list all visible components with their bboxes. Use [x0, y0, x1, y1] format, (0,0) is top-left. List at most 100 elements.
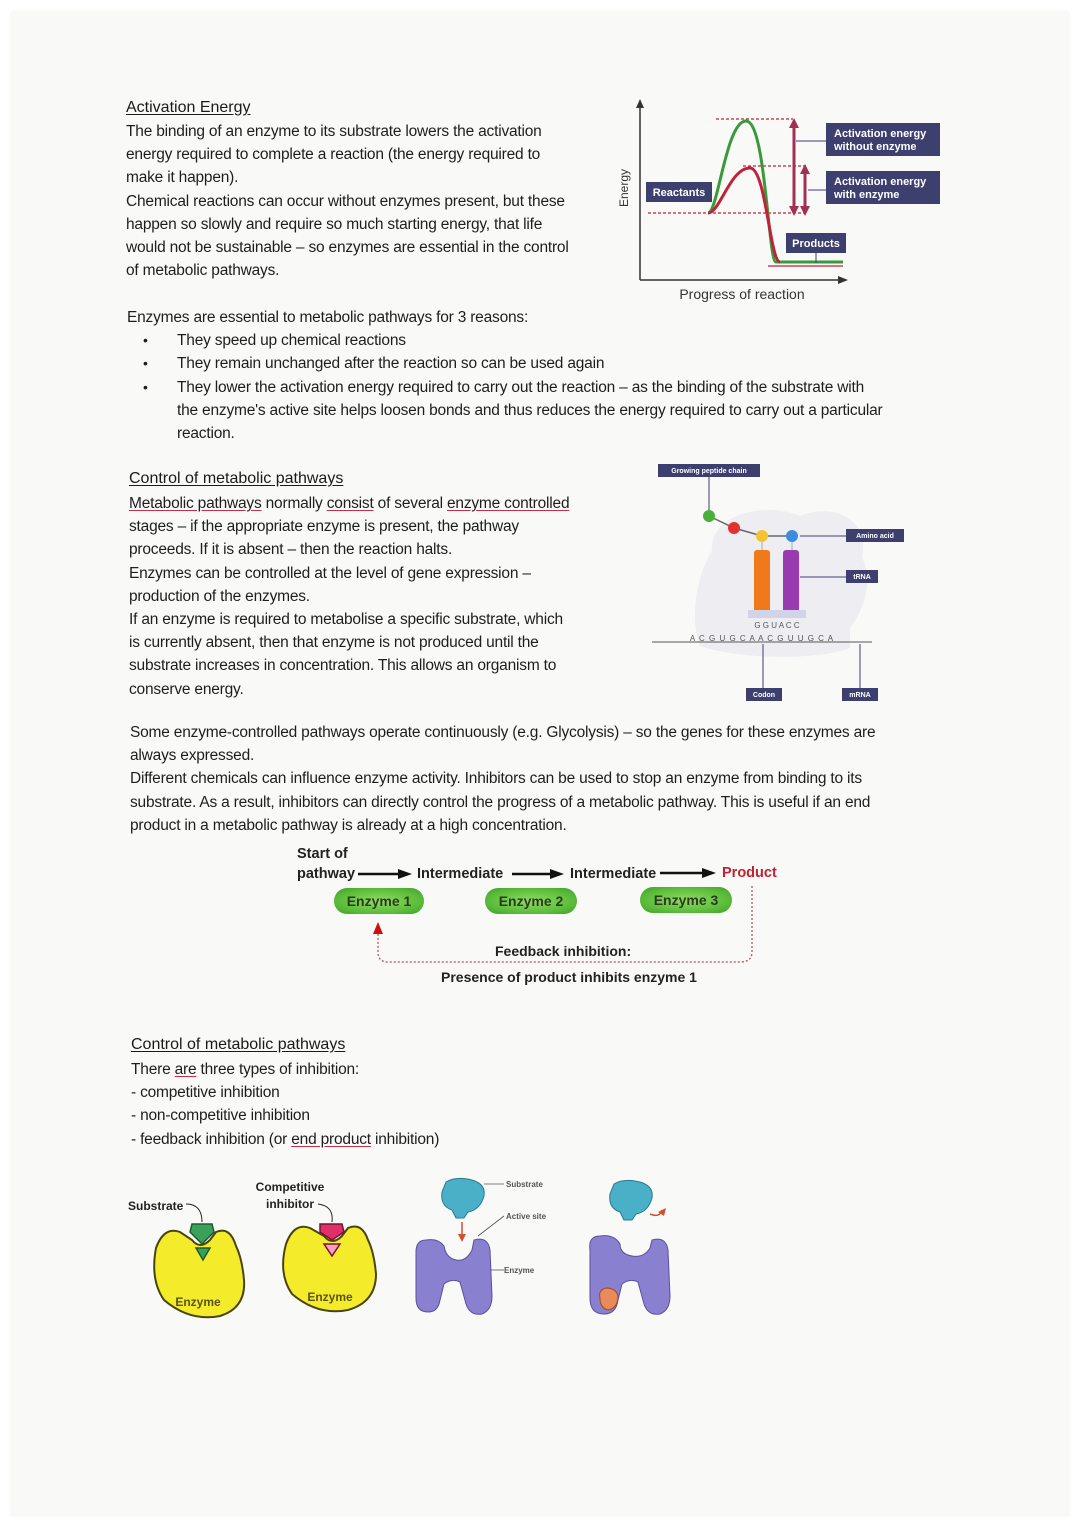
trna-purple — [783, 550, 799, 614]
connector-line — [477, 1215, 505, 1237]
feedback-arrow-head — [373, 922, 383, 934]
intermediate-1: Intermediate — [417, 866, 504, 882]
activation-energy-paragraph: The binding of an enzyme to its substrat… — [126, 120, 569, 282]
arrow-head — [398, 869, 412, 879]
list-item-text: reaction. — [177, 425, 235, 443]
arrow-head-down — [789, 206, 799, 216]
amino-acid-blue — [786, 530, 798, 542]
list-item: They lower the activation energy require… — [127, 376, 957, 446]
enzyme-small-label: Enzyme — [504, 1266, 535, 1275]
underlined-term: end product — [291, 1130, 371, 1148]
text-span: inhibition) — [370, 1130, 440, 1148]
anticodon-sequence: G G U A C C — [754, 621, 800, 630]
product-label: Product — [722, 865, 777, 881]
list-item: - non-competitive inhibition — [131, 1107, 310, 1125]
arrow-head — [702, 868, 716, 878]
competitive-inhibitor-label-line2: inhibitor — [266, 1197, 314, 1211]
underlined-term: enzyme controlled — [446, 495, 570, 512]
text-line: The binding of an enzyme to its substrat… — [126, 123, 542, 140]
start-of-pathway-line1: Start of — [297, 846, 348, 862]
mrna-box — [842, 688, 878, 701]
amino-acid-green — [703, 510, 715, 522]
pointer-line — [317, 1203, 333, 1223]
activation-energy-graph: Energy Reactants Products Activation ene… — [617, 99, 940, 302]
text-line: product in a metabolic pathway is alread… — [130, 816, 567, 834]
x-axis-arrow — [838, 276, 848, 284]
feedback-inhibition-diagram: Start of pathway Intermediate Intermedia… — [290, 840, 810, 990]
text-line: make it happen). — [126, 169, 239, 187]
enzyme-3: Enzyme 3 — [640, 887, 732, 913]
peptide-bonds — [708, 515, 792, 537]
pathway-arrows — [358, 868, 753, 963]
peptide-chain-label: Growing peptide chain — [671, 468, 746, 475]
list-item: - competitive inhibition — [131, 1084, 280, 1102]
continuous-paragraph: Some enzyme-controlled pathways operate … — [130, 721, 876, 837]
underlined-term: consist — [326, 495, 374, 512]
text-line: conserve energy. — [129, 680, 244, 698]
enzyme-shape-2 — [282, 1225, 378, 1313]
amino-acid-box — [846, 529, 904, 542]
mrna-label: mRNA — [849, 692, 870, 699]
enzyme-shape-1 — [153, 1229, 246, 1319]
control-heading-1: Control of metabolic pathways — [129, 470, 344, 487]
arrow-head-up — [800, 164, 810, 174]
control-paragraph: Metabolic pathways normally consist of s… — [129, 492, 570, 701]
amino-acid-red — [728, 522, 740, 534]
translation-diagram: Growing peptide chain Amino acid G G U A… — [652, 464, 904, 701]
text-line: production of the enzymes. — [129, 587, 310, 605]
text-span: three types of inhibition: — [196, 1061, 360, 1078]
peptide-chain-box — [658, 464, 760, 477]
list-item-text: the enzyme's active site helps loosen bo… — [177, 401, 883, 419]
text-span: normally — [261, 495, 327, 512]
enzyme-1: Enzyme 1 — [334, 888, 424, 914]
list-item: - feedback inhibition (or end product in… — [131, 1128, 439, 1151]
underlined-term: Metabolic pathways — [129, 495, 262, 512]
start-of-pathway-line2: pathway — [297, 866, 356, 882]
with-enzyme-label-line2: with enzyme — [833, 189, 899, 201]
trna-box — [846, 570, 878, 583]
text-span: - feedback inhibition (or — [131, 1130, 292, 1148]
non-competitive-inhibitor-shape — [599, 1287, 619, 1311]
text-line: always expressed. — [130, 747, 255, 765]
with-enzyme-label-line1: Activation energy — [834, 176, 927, 188]
text-line: happen so slowly and require so much sta… — [126, 215, 543, 233]
arrow-head — [550, 869, 564, 879]
ribosome-shape — [694, 509, 868, 657]
text-span: There — [131, 1061, 175, 1078]
text-line: energy required to complete a reaction (… — [126, 146, 541, 164]
underlined-term: are — [174, 1061, 197, 1078]
list-item-text: They speed up chemical reactions — [177, 332, 406, 350]
list-item: They speed up chemical reactions — [127, 329, 957, 352]
inhibition-intro: There are three types of inhibition: — [131, 1058, 439, 1081]
list-item-text: They remain unchanged after the reaction… — [177, 355, 605, 373]
pointer-line — [185, 1203, 203, 1223]
substrate-shape-blue-2 — [609, 1179, 653, 1221]
reasons-intro: Enzymes are essential to metabolic pathw… — [127, 309, 529, 326]
feedback-inhibition-description: Presence of product inhibits enzyme 1 — [441, 969, 697, 985]
text-line: Enzymes can be controlled at the level o… — [129, 564, 531, 582]
y-axis-label: Energy — [617, 169, 631, 207]
y-axis-arrow — [636, 99, 644, 108]
active-site-label: Active site — [506, 1212, 547, 1221]
substrate-tip — [194, 1247, 212, 1262]
products-label: Products — [792, 238, 840, 250]
enzyme-shape-purple-1 — [415, 1238, 493, 1315]
text-line: Some enzyme-controlled pathways operate … — [130, 724, 876, 741]
text-line: substrate increases in concentration. Th… — [129, 657, 557, 675]
text-line: Metabolic pathways normally consist of s… — [129, 492, 570, 515]
arrow-head-down — [800, 206, 810, 216]
enzyme-2: Enzyme 2 — [485, 888, 577, 914]
arrow-head-up — [789, 118, 799, 128]
x-axis-label: Progress of reaction — [679, 286, 804, 302]
inhibition-diagrams: Substrate Enzyme Competitive inhibitor E… — [128, 1177, 671, 1319]
activation-energy-heading: Activation Energy — [126, 99, 251, 116]
text-line: substrate. As a result, inhibitors can d… — [130, 793, 871, 811]
without-enzyme-box — [826, 123, 940, 156]
codon-label: Codon — [753, 692, 775, 699]
enzyme-label-1: Enzyme — [175, 1295, 221, 1309]
reactants-label: Reactants — [653, 187, 706, 199]
fit-arrow-head — [458, 1234, 466, 1242]
substrate-shape — [189, 1223, 215, 1246]
curve-with-enzyme — [707, 166, 782, 264]
text-line: proceeds. If it is absent – then the rea… — [129, 541, 453, 559]
